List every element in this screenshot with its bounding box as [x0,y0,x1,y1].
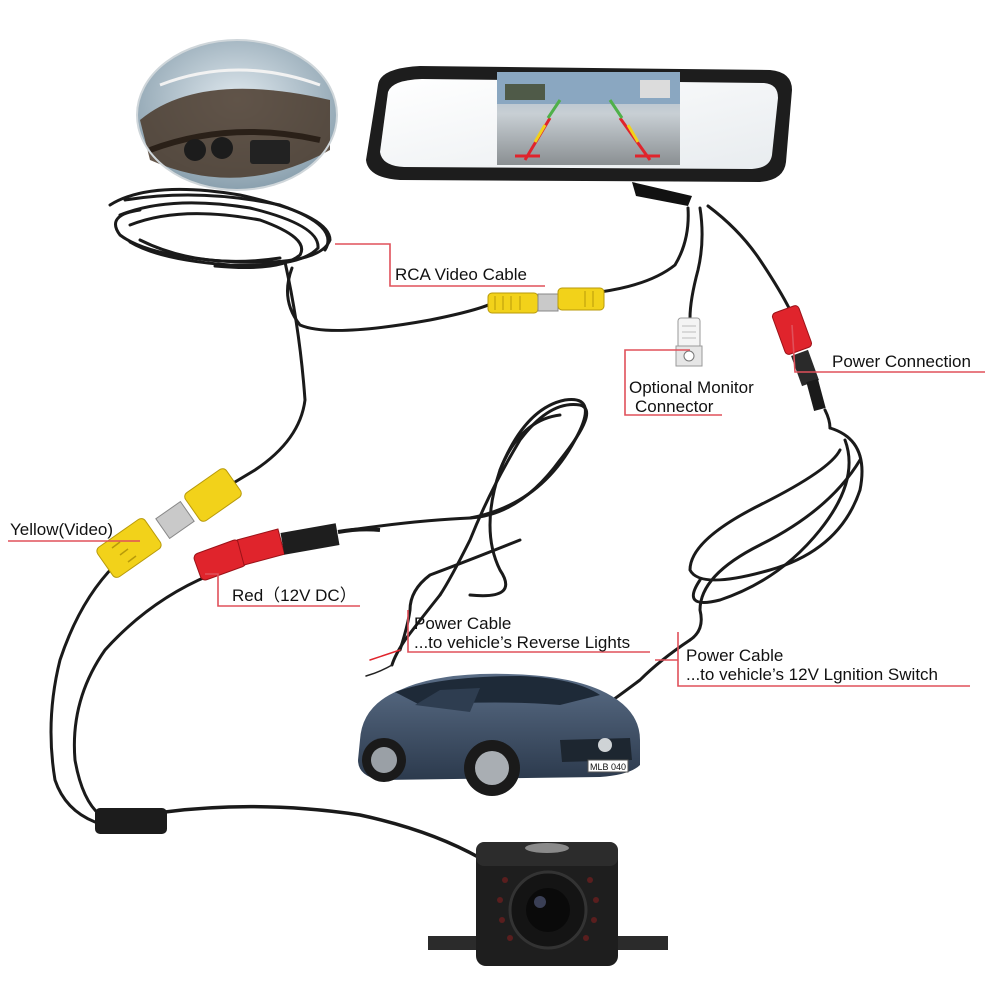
label-rca-video-cable-text: RCA Video Cable [395,265,527,284]
license-plate: MLB 040 [590,762,626,772]
label-power-cable-reverse-line1: Power Cable [414,614,512,633]
white-rca-connector [675,317,703,367]
label-rca-video-cable: RCA Video Cable [395,265,527,284]
label-power-cable-reverse: Power Cable ...to vehicle’s Reverse Ligh… [414,614,630,652]
label-power-cable-ignition: Power Cable ...to vehicle’s 12V Lgnition… [686,646,938,684]
label-power-connection-text: Power Connection [832,352,971,371]
mirror-monitor-icon [366,66,792,206]
label-power-connection: Power Connection [832,352,971,371]
label-red-12v: Red（12V DC） [232,586,357,605]
label-power-cable-ignition-line2: ...to vehicle’s 12V Lgnition Switch [686,665,938,684]
inline-yellow-rca-connector [487,287,605,314]
leader-lines [8,243,985,687]
backup-camera-icon [428,842,668,966]
rca-cable-coil [108,187,332,270]
reverse-cable-coil [348,398,589,667]
label-optional-monitor-line1: Optional Monitor [629,378,754,397]
car-icon: MLB 040 [358,673,640,796]
dashboard-photo-icon [136,39,338,191]
label-optional-monitor-line2: Connector [635,397,714,416]
label-red-12v-text: Red（12V DC） [232,586,357,605]
label-power-cable-ignition-line1: Power Cable [686,646,784,665]
ignition-cable-coil [608,426,864,704]
label-yellow-video-text: Yellow(Video) [10,520,114,539]
camera-inline-connector [95,808,167,834]
label-yellow-video: Yellow(Video) [10,520,113,539]
label-optional-monitor-connector: Optional Monitor Connector [629,378,754,416]
cables [49,187,864,860]
label-power-cable-reverse-line2: ...to vehicle’s Reverse Lights [414,633,631,652]
red-dc-rca-connector [193,523,381,581]
yellow-video-rca-connector [96,468,242,578]
red-power-rca-connector [771,305,826,412]
